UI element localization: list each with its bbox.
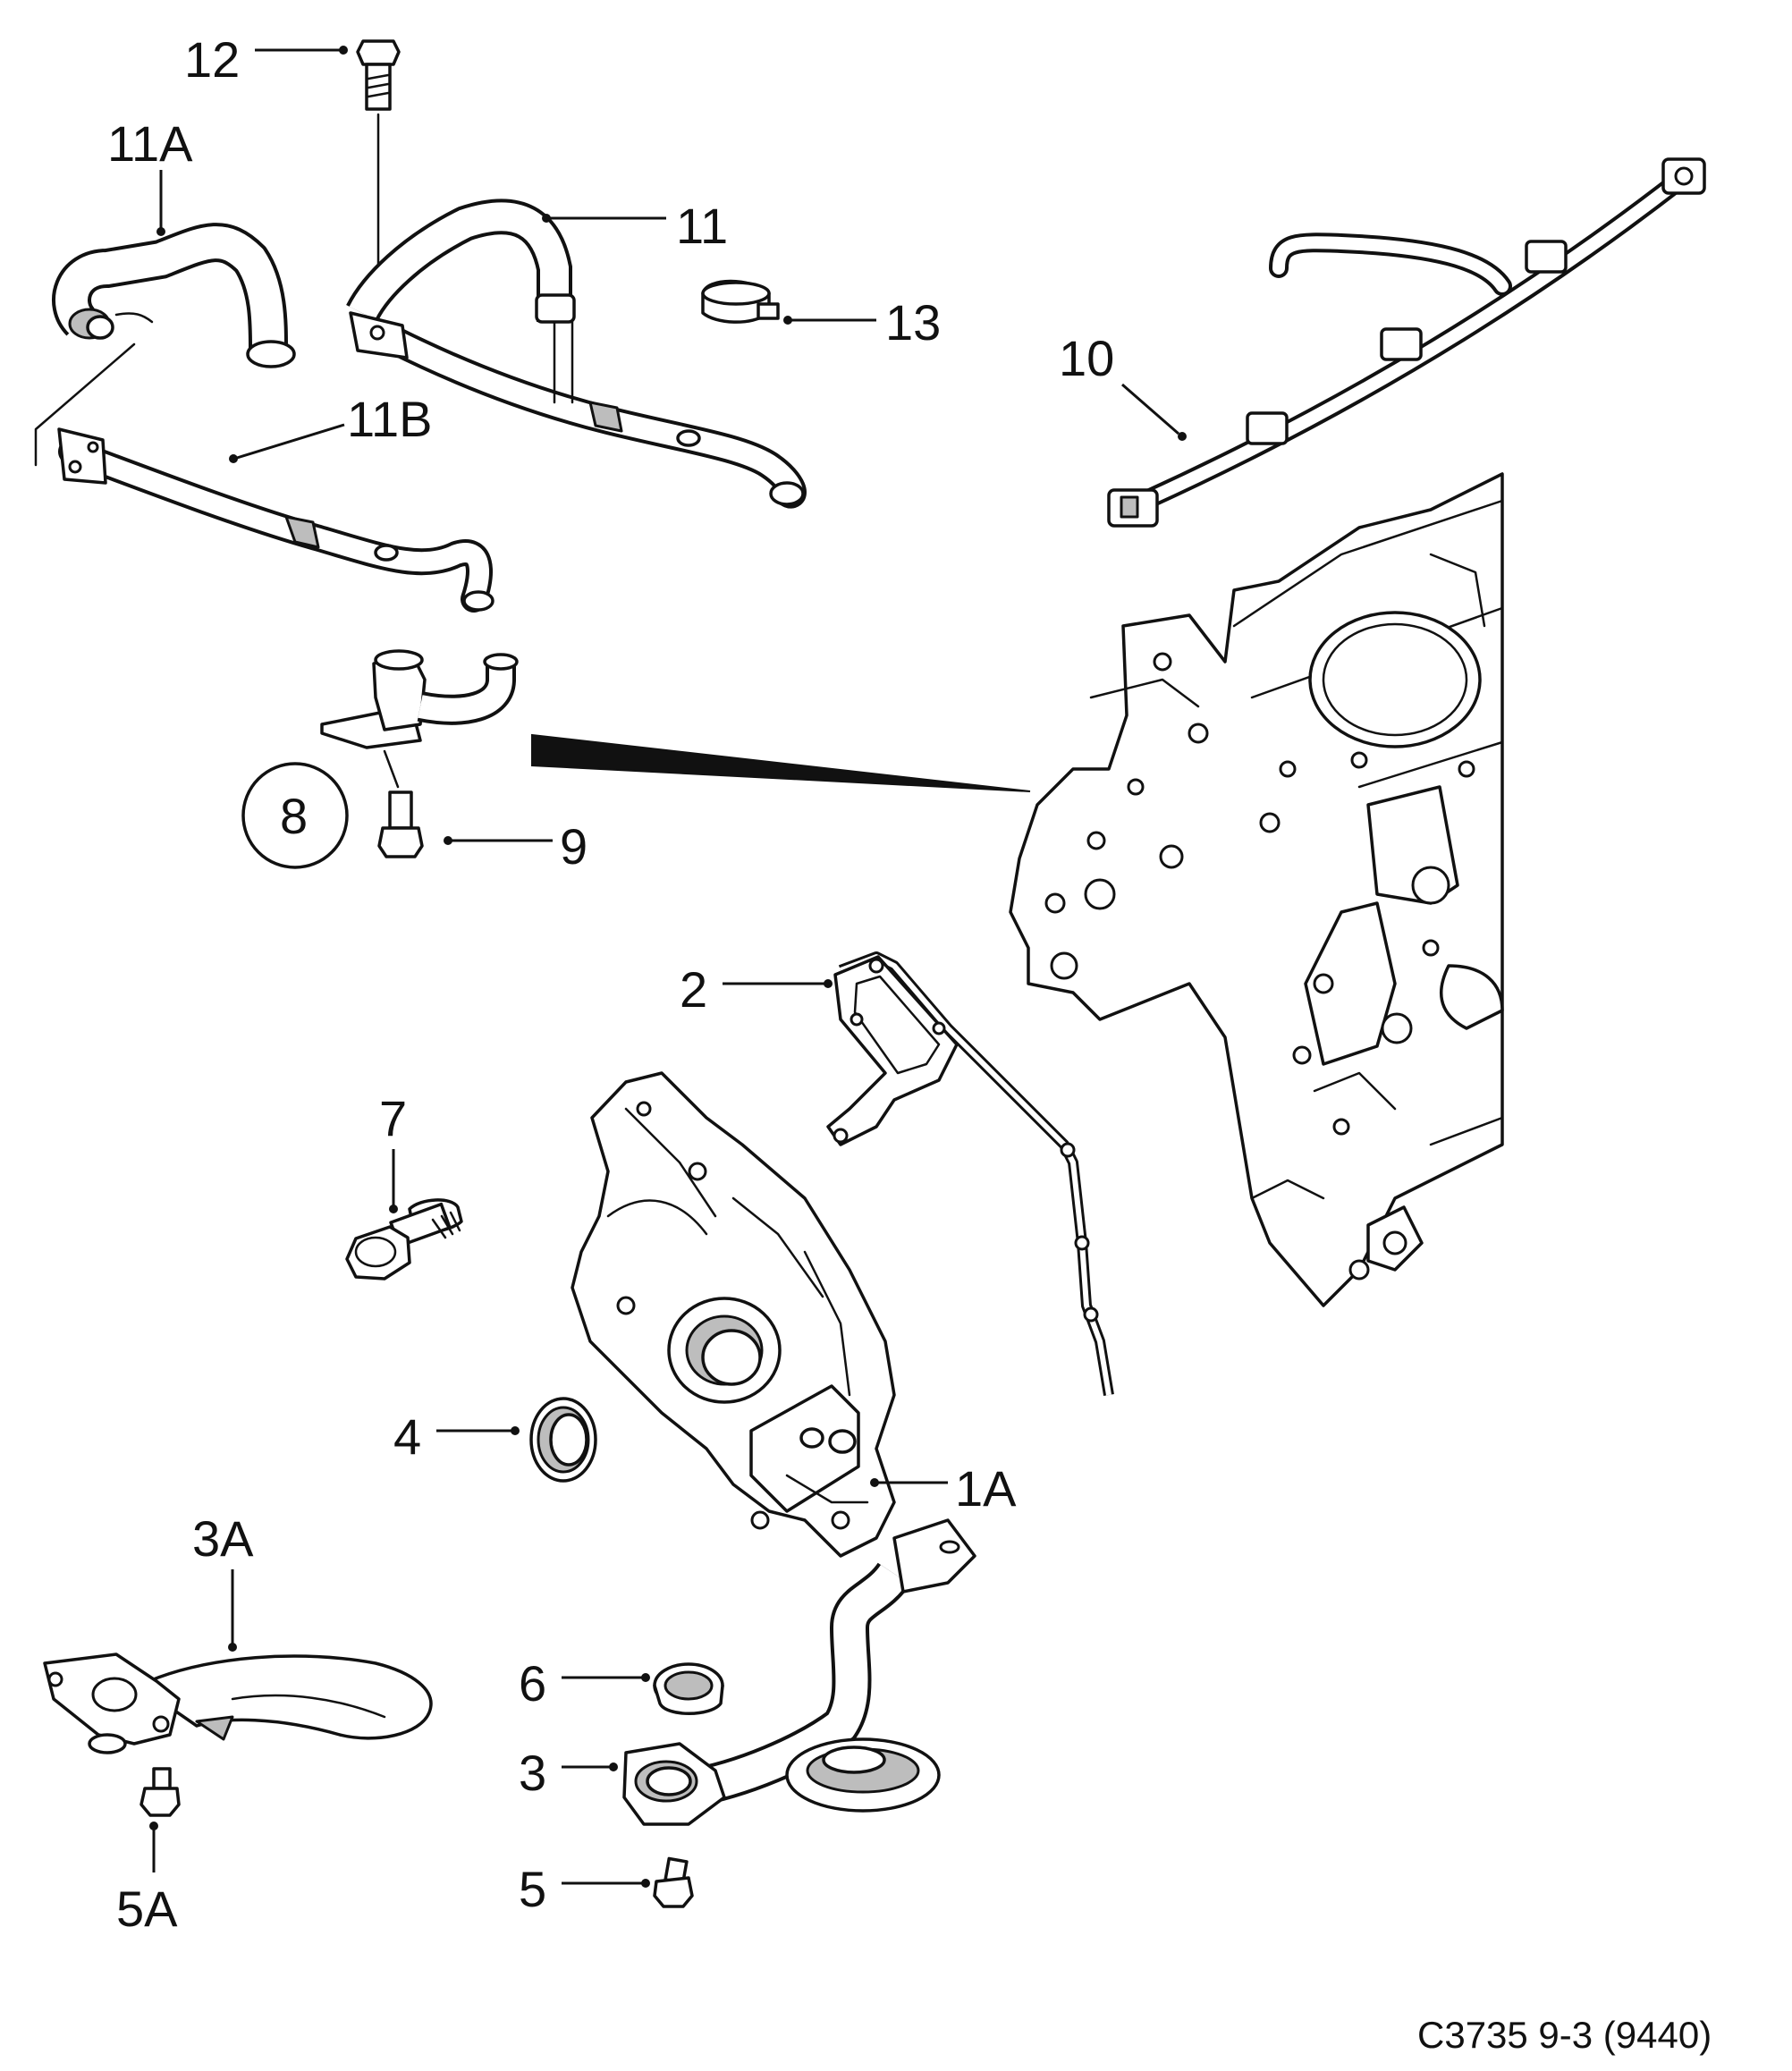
callout-9: 9 [560,818,587,875]
leader-lines [149,46,1187,1888]
part-13-clamp [701,279,780,324]
part-8-circle [241,762,349,869]
callout-11B: 11B [347,391,432,447]
callout-11A: 11A [107,115,193,172]
part-5-bolt [653,1856,694,1908]
part-9-bolt [377,790,424,858]
part-12-bolt [356,39,401,324]
callout-12: 12 [184,31,240,88]
pointer-lines [531,733,1031,792]
callout-11: 11 [676,198,728,254]
part-11A-hose [52,223,296,368]
callout-8: 8 [280,788,308,844]
callout-13: 13 [885,294,941,351]
part-2-gasket [826,951,1114,1396]
callout-labels: 12 11A 11 13 10 11B 8 9 2 7 4 1A 3A 6 3 … [107,31,1114,1937]
callout-10: 10 [1059,330,1114,386]
part-8-bracket [320,649,519,789]
callout-4: 4 [393,1408,421,1465]
part-11B-pipe [34,342,494,613]
engine-block [1009,472,1504,1307]
part-11-pipe [346,199,807,509]
callout-5: 5 [519,1861,546,1917]
part-3-oil-pickup [622,1518,976,1826]
part-6-seal [653,1662,724,1715]
part-7-bolt [345,1198,463,1281]
drawing-code: C3735 9-3 (9440) [1417,2014,1712,2056]
part-5A-bolt [139,1767,181,1817]
part-3A-oil-pipe [43,1653,433,1754]
part-10-pipe-assembly [1107,157,1706,528]
part-1A-timing-cover [571,1071,896,1558]
callout-7: 7 [379,1090,407,1146]
callout-2: 2 [680,961,707,1018]
callout-3: 3 [519,1745,546,1801]
callout-5A: 5A [116,1881,178,1937]
callout-6: 6 [519,1655,546,1712]
callout-1A: 1A [955,1460,1017,1517]
callout-3A: 3A [192,1510,254,1567]
part-4-seal [529,1397,597,1483]
